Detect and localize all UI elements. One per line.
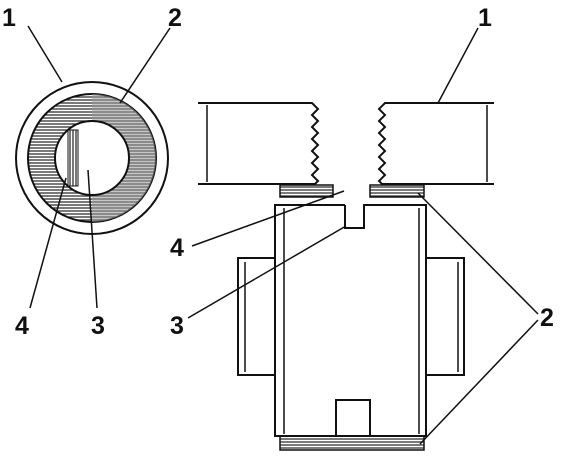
section-view [187, 27, 539, 451]
inner-insert [67, 129, 79, 187]
end-view [15, 25, 171, 309]
callout-right-1: 1 [478, 4, 492, 32]
leader-left-1 [27, 25, 63, 83]
callout-right-4: 4 [170, 234, 184, 262]
leader-right-3 [187, 225, 347, 319]
callout-left-3: 3 [91, 312, 105, 340]
leader-right-2-upper [417, 192, 539, 315]
lower-notch [335, 399, 371, 436]
callout-left-1: 1 [2, 4, 16, 32]
callout-right-2: 2 [540, 304, 554, 332]
seal-strip-left [279, 184, 334, 198]
band-right-shade [92, 94, 156, 222]
leader-right-1 [437, 27, 479, 104]
callout-left-2: 2 [168, 4, 182, 32]
ring-body-outline [274, 204, 427, 437]
leader-left-3 [87, 169, 98, 309]
leader-left-4 [29, 177, 67, 309]
leader-right-4 [191, 190, 345, 247]
left-upper-block [198, 102, 320, 185]
leader-left-2 [119, 27, 171, 104]
bore [54, 120, 130, 196]
right-rail [426, 257, 465, 376]
seal-strip-right [369, 184, 425, 198]
callout-right-3: 3 [170, 312, 184, 340]
leader-right-2-lower [419, 319, 539, 445]
seal-strip-bottom [279, 435, 425, 451]
left-rail [237, 257, 275, 376]
right-upper-block [377, 102, 494, 185]
callout-left-4: 4 [15, 312, 29, 340]
